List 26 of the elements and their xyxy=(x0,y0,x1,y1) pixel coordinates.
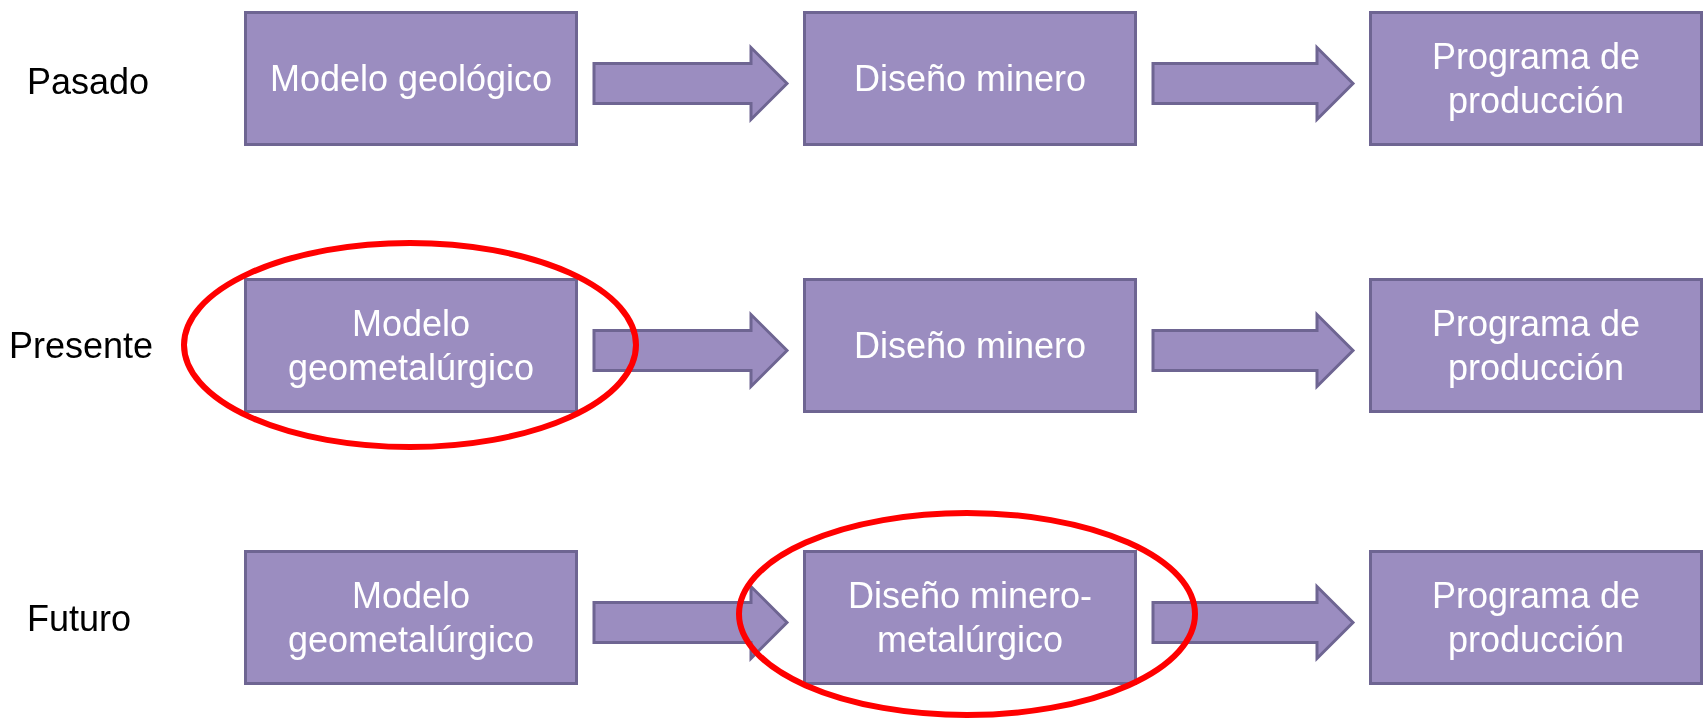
box-text: Modelo geometalúrgico xyxy=(286,302,536,389)
process-box xyxy=(244,11,578,146)
block-arrow xyxy=(592,43,790,124)
block-arrow xyxy=(1151,310,1356,391)
box-text: Programa de producción xyxy=(1430,35,1642,122)
box-text: Programa de producción xyxy=(1430,302,1642,389)
row-label: Pasado xyxy=(27,64,150,100)
box-text: Diseño minero-metalúrgico xyxy=(846,574,1094,661)
row-label: Presente xyxy=(9,328,154,364)
process-box xyxy=(244,278,578,413)
process-box xyxy=(803,278,1137,413)
process-box xyxy=(1369,11,1703,146)
process-box xyxy=(803,550,1137,685)
process-box xyxy=(1369,278,1703,413)
process-box xyxy=(1369,550,1703,685)
process-box xyxy=(803,11,1137,146)
process-box xyxy=(244,550,578,685)
row-label: Futuro xyxy=(27,601,132,637)
box-text: Diseño minero xyxy=(853,56,1087,101)
box-text: Modelo geometalúrgico xyxy=(286,574,536,661)
block-arrow xyxy=(1151,582,1356,663)
box-text: Diseño minero xyxy=(853,323,1087,368)
box-text: Modelo geológico xyxy=(269,56,553,101)
box-text: Programa de producción xyxy=(1430,574,1642,661)
block-arrow xyxy=(1151,43,1356,124)
block-arrow xyxy=(592,310,790,391)
